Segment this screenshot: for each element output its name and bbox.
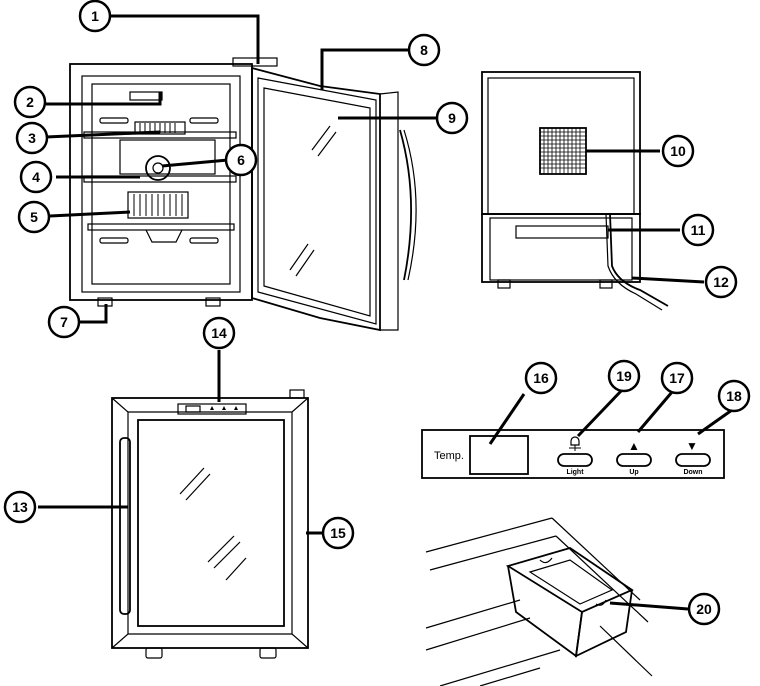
svg-text:13: 13: [12, 499, 28, 515]
up-arrow-icon: ▲: [628, 439, 640, 453]
svg-text:17: 17: [669, 370, 685, 386]
svg-text:3: 3: [28, 130, 36, 146]
svg-text:4: 4: [32, 169, 40, 185]
light-button[interactable]: [557, 453, 593, 467]
callout-16: 16: [524, 361, 558, 395]
temp-display: [469, 435, 529, 475]
callout-17: 17: [660, 361, 694, 395]
svg-text:16: 16: [533, 370, 549, 386]
callout-20: 20: [687, 592, 721, 626]
callout-1: 1: [78, 0, 112, 33]
svg-text:7: 7: [60, 314, 68, 330]
callout-13: 13: [3, 490, 37, 524]
up-button[interactable]: [616, 453, 652, 467]
svg-text:19: 19: [616, 368, 632, 384]
light-label: Light: [566, 469, 584, 476]
lamp-icon: [569, 436, 581, 451]
callout-7: 7: [47, 305, 81, 339]
callout-8: 8: [407, 33, 441, 67]
rear-view: [481, 71, 669, 311]
callout-4: 4: [19, 160, 53, 194]
leader-lines: [38, 14, 733, 611]
callout-6: 6: [224, 143, 258, 177]
svg-text:12: 12: [713, 274, 729, 290]
svg-text:8: 8: [420, 42, 428, 58]
open-cabinet: [69, 57, 417, 332]
down-button[interactable]: [675, 453, 711, 467]
svg-text:9: 9: [448, 110, 456, 126]
callout-12: 12: [704, 265, 738, 299]
callout-2: 2: [13, 85, 47, 119]
closed-cabinet: [111, 389, 309, 659]
svg-text:10: 10: [670, 143, 686, 159]
callout-5: 5: [17, 200, 51, 234]
up-label: Up: [629, 469, 638, 476]
humidifier-tray: [425, 517, 653, 686]
svg-text:11: 11: [691, 222, 706, 238]
temp-label: Temp.: [434, 450, 464, 462]
callout-10: 10: [661, 134, 695, 168]
callout-15: 15: [321, 516, 355, 550]
callouts: 1 2 3 4 5 6 7 8 9 10 11 12 13 14 15 16 1…: [3, 0, 751, 626]
callout-9: 9: [435, 101, 469, 135]
mini-control-icons: [210, 406, 238, 410]
callout-19: 19: [607, 359, 641, 393]
svg-text:2: 2: [26, 94, 34, 110]
svg-text:15: 15: [330, 525, 346, 541]
callout-18: 18: [717, 379, 751, 413]
down-arrow-icon: ▼: [686, 439, 698, 453]
svg-text:20: 20: [696, 601, 712, 617]
svg-text:5: 5: [30, 209, 38, 225]
svg-text:18: 18: [726, 388, 742, 404]
control-panel: Temp. ▲ ▼ Light Up Down: [421, 429, 725, 479]
svg-text:6: 6: [237, 152, 245, 168]
svg-text:14: 14: [211, 325, 227, 341]
callout-11: 11: [681, 213, 715, 247]
callout-14: 14: [202, 316, 236, 350]
svg-text:1: 1: [91, 8, 99, 24]
callout-3: 3: [15, 121, 49, 155]
down-label: Down: [683, 469, 702, 476]
